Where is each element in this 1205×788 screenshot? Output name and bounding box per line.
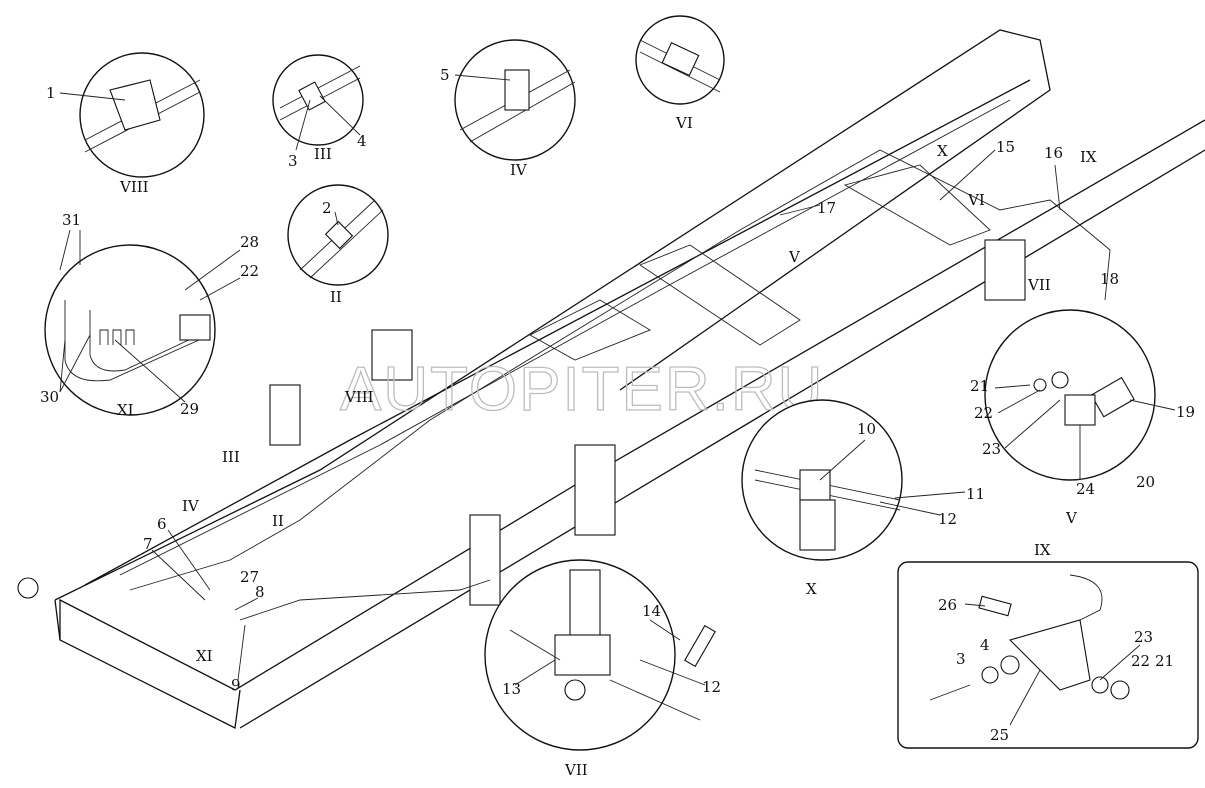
part-number: 19 <box>1176 403 1195 421</box>
frame-label-v: V <box>788 248 801 266</box>
frame-label-ii: II <box>272 512 284 530</box>
frame-label-viii: VIII <box>344 388 374 406</box>
part-number: 7 <box>143 535 153 553</box>
frame-label-ix: IX <box>1080 148 1097 166</box>
view-label-iii: III <box>314 145 332 163</box>
part-number: 11 <box>966 485 985 503</box>
frame-label-vii: VII <box>1027 276 1051 294</box>
view-label-iv: IV <box>510 161 528 179</box>
part-number: 12 <box>938 510 957 528</box>
part-number: 22 <box>240 262 259 280</box>
watermark: AUTOPITER.RU <box>340 355 824 424</box>
frame-label-vi: VI <box>967 191 985 209</box>
part-number: 27 <box>240 568 259 586</box>
part-number: 22 <box>1131 652 1150 670</box>
part-number: 13 <box>502 680 521 698</box>
part-number: 9 <box>231 676 241 694</box>
part-number: 24 <box>1076 480 1095 498</box>
view-label-x: X <box>806 580 817 598</box>
part-number: 14 <box>642 602 661 620</box>
view-label-vii: VII <box>564 761 588 779</box>
view-label-ix: IX <box>1034 541 1051 559</box>
part-number: 28 <box>240 233 259 251</box>
part-number: 4 <box>980 636 990 654</box>
frame-label-xi: XI <box>196 647 213 665</box>
part-number: 20 <box>1136 473 1155 491</box>
view-labels: VIII III IV VI II XI V X VII IX X IX VI … <box>117 114 1097 779</box>
leader-lines <box>59 74 1176 726</box>
part-number: 25 <box>990 726 1009 744</box>
view-label-viii: VIII <box>119 178 149 196</box>
part-number: 6 <box>157 515 167 533</box>
part-number: 8 <box>255 583 265 601</box>
part-number: 29 <box>180 400 199 418</box>
part-number: 21 <box>970 377 989 395</box>
part-number: 2 <box>322 199 332 217</box>
view-label-v: V <box>1065 509 1078 527</box>
part-number: 16 <box>1044 144 1063 162</box>
part-number: 12 <box>702 678 721 696</box>
chassis-frame <box>17 29 1205 729</box>
part-number: 15 <box>996 138 1015 156</box>
part-number: 4 <box>357 132 367 150</box>
detail-contents <box>64 39 1135 721</box>
part-number: 1 <box>46 84 56 102</box>
part-number: 21 <box>1155 652 1174 670</box>
part-number: 23 <box>982 440 1001 458</box>
part-numbers: 1 3 4 5 2 31 28 22 30 29 15 16 17 18 21 … <box>40 66 1195 744</box>
part-number: 30 <box>40 388 59 406</box>
part-number: 5 <box>440 66 450 84</box>
part-number: 22 <box>974 404 993 422</box>
part-number: 3 <box>956 650 966 668</box>
frame-label-iii: III <box>222 448 240 466</box>
view-label-xi: XI <box>117 401 134 419</box>
part-number: 17 <box>817 199 836 217</box>
frame-label-x: X <box>937 142 948 160</box>
view-label-ii: II <box>330 288 342 306</box>
frame-label-iv: IV <box>182 497 200 515</box>
part-number: 3 <box>288 152 298 170</box>
part-number: 23 <box>1134 628 1153 646</box>
part-number: 31 <box>62 211 81 229</box>
part-number: 10 <box>857 420 876 438</box>
part-number: 18 <box>1100 270 1119 288</box>
view-label-vi: VI <box>675 114 693 132</box>
part-number: 26 <box>938 596 957 614</box>
